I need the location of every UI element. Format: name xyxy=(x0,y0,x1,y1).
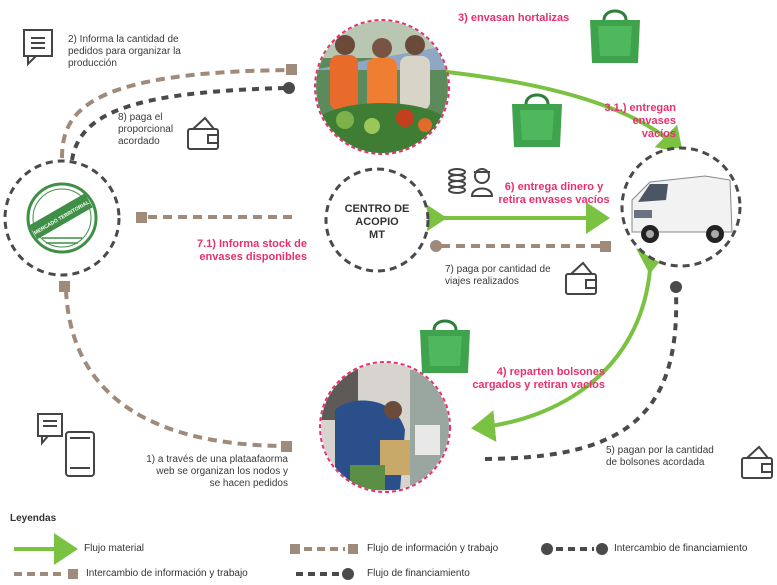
info-flow-square-nodos xyxy=(281,441,292,452)
message-document-icon xyxy=(23,29,53,67)
step-3-1-label: 3.1.) entregan envases vacíos xyxy=(604,102,676,140)
bag-icon xyxy=(512,93,562,147)
wallet-icon xyxy=(187,116,219,150)
legend-title: Leyendas xyxy=(10,513,57,524)
legend-finance-flow-symbol xyxy=(296,568,354,580)
phone-message-icon xyxy=(37,413,95,477)
legend-info-exchange-label: Intercambio de información y trabajo xyxy=(86,568,248,579)
info-flow-mercado-productores xyxy=(60,68,291,159)
info-flow-square-mercado xyxy=(59,281,70,292)
legend-finance-exchange-symbol xyxy=(541,543,608,555)
van-photo xyxy=(620,146,742,268)
info-flow-mercado-nodos xyxy=(64,289,286,448)
step-7-1-label: 7.1) Informa stock de envases disponible… xyxy=(196,238,307,263)
step-6-label: 6) entrega dinero y retira envases vacío… xyxy=(498,181,610,206)
step-7-label: 7) paga por cantidad de viajes realizado… xyxy=(445,264,551,287)
step-1-label: 1) a través de una plataafaorma web se o… xyxy=(146,454,288,489)
wallet-icon xyxy=(565,261,597,295)
step-3-label: 3) envasan hortalizas xyxy=(458,12,570,24)
centro-acopio-node xyxy=(324,167,430,273)
bag-icon xyxy=(590,9,640,63)
coins-worker-icon xyxy=(448,168,494,197)
info-flow-start-square xyxy=(136,212,147,223)
legend-info-flow-label: Flujo de información y trabajo xyxy=(367,543,499,554)
step-2-label: 2) Informa la cantidad de pedidos para o… xyxy=(68,34,181,69)
step-4-label: 4) reparten bolsones cargados y retiran … xyxy=(472,366,605,391)
finance-flow-square-van xyxy=(600,241,611,252)
step-8-label: 8) paga el proporcional acordado xyxy=(118,112,174,147)
legend-info-exchange-symbol xyxy=(14,569,78,579)
nodos-photo xyxy=(319,361,451,493)
info-flow-end-square xyxy=(286,64,297,75)
legend-material-label: Flujo material xyxy=(84,543,145,554)
material-flow-van-productores xyxy=(425,53,683,153)
legend-finance-flow-label: Flujo de financiamiento xyxy=(367,568,470,579)
finance-flow-dot xyxy=(283,82,295,94)
material-flow-van-nodos xyxy=(471,248,668,443)
finance-flow-dot-van xyxy=(670,281,682,293)
finance-flow-productores-mercado xyxy=(70,86,286,161)
centro-acopio-label: CENTRO DE ACOPIO MT xyxy=(344,203,410,241)
wallet-icon xyxy=(741,445,773,479)
legend-info-flow-symbol xyxy=(290,544,358,554)
finance-flow-nodos-van xyxy=(484,293,679,461)
mercado-territorial-node: MERCADO TERRITORIAL xyxy=(3,159,121,277)
productores-photo xyxy=(314,19,450,155)
step-5-label: 5) pagan por la cantidad de bolsones aco… xyxy=(606,445,714,468)
bag-icon xyxy=(420,319,470,373)
legend-finance-exchange-label: Intercambio de financiamiento xyxy=(614,543,748,554)
finance-flow-dot-centro xyxy=(430,240,442,252)
